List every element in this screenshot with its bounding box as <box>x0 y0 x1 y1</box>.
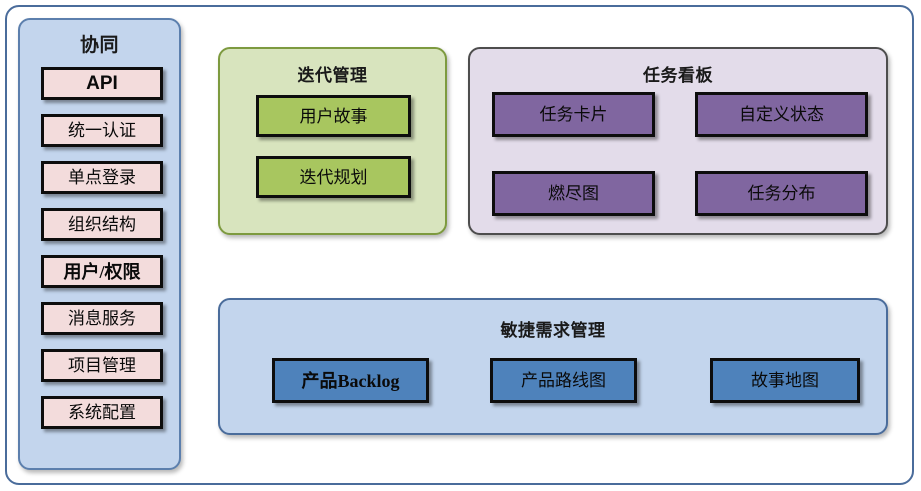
iteration-item-iteration-planning[interactable]: 迭代规划 <box>256 156 411 198</box>
panel-agile-requirements[interactable]: 敏捷需求管理 产品Backlog 产品路线图 故事地图 <box>218 298 888 435</box>
panel-iteration-title: 迭代管理 <box>297 66 368 85</box>
panel-collaboration[interactable]: 协同 API 统一认证 单点登录 组织结构 用户/权限 消息服务 项目管理 系统… <box>18 18 181 470</box>
panel-collaboration-title: 协同 <box>79 35 119 56</box>
iteration-item-user-story[interactable]: 用户故事 <box>256 95 411 137</box>
sidebar-item-message-service[interactable]: 消息服务 <box>41 302 163 335</box>
agile-item-product-roadmap[interactable]: 产品路线图 <box>490 358 637 403</box>
panel-task-board-title: 任务看板 <box>643 66 713 85</box>
sidebar-item-single-sign-on[interactable]: 单点登录 <box>41 161 163 194</box>
panel-iteration-management[interactable]: 迭代管理 用户故事 迭代规划 <box>218 47 447 235</box>
taskboard-item-burndown-chart[interactable]: 燃尽图 <box>492 171 655 216</box>
taskboard-item-task-distribution[interactable]: 任务分布 <box>695 171 868 216</box>
panel-agile-title: 敏捷需求管理 <box>500 321 606 340</box>
sidebar-item-user-permission[interactable]: 用户/权限 <box>41 255 163 288</box>
agile-item-story-map[interactable]: 故事地图 <box>710 358 860 403</box>
sidebar-item-system-config[interactable]: 系统配置 <box>41 396 163 429</box>
sidebar-item-unified-auth[interactable]: 统一认证 <box>41 114 163 147</box>
panel-task-board[interactable]: 任务看板 任务卡片 自定义状态 燃尽图 任务分布 <box>468 47 888 235</box>
sidebar-item-api[interactable]: API <box>41 67 163 100</box>
sidebar-item-project-management[interactable]: 项目管理 <box>41 349 163 382</box>
taskboard-item-custom-status[interactable]: 自定义状态 <box>695 92 868 137</box>
taskboard-item-task-card[interactable]: 任务卡片 <box>492 92 655 137</box>
agile-item-product-backlog[interactable]: 产品Backlog <box>272 358 429 403</box>
sidebar-item-org-structure[interactable]: 组织结构 <box>41 208 163 241</box>
